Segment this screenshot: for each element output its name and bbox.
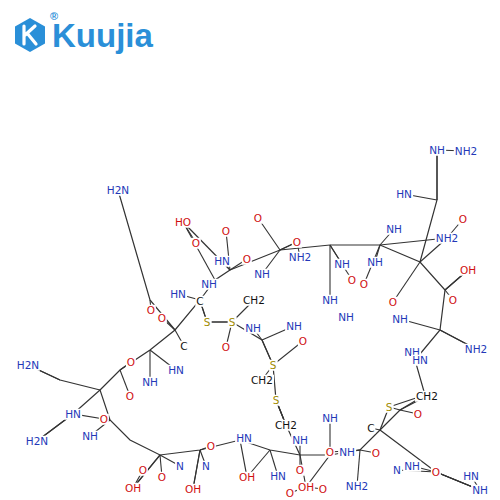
- atom-label: S: [269, 360, 278, 371]
- atom-label: O: [388, 297, 398, 308]
- atom-label: HN: [269, 471, 287, 482]
- atom-label: O: [221, 342, 231, 353]
- atom-label: O: [285, 488, 295, 499]
- atom-label: H2N: [106, 185, 130, 196]
- atom-label: HN: [213, 256, 231, 267]
- atom-label: O: [191, 238, 201, 249]
- atom-label: HN: [235, 433, 253, 444]
- atom-label: C: [195, 296, 204, 307]
- atom-label: O: [359, 279, 369, 290]
- atom-label: NH2: [288, 252, 312, 263]
- backbone-bond: [100, 245, 445, 455]
- atom-label: S: [272, 395, 281, 406]
- atom-label: NH2: [345, 481, 369, 492]
- atom-label: O: [371, 448, 381, 459]
- atom-label: CH2: [250, 375, 274, 386]
- atom-label: O: [448, 295, 458, 306]
- atom-label: NH: [141, 377, 159, 388]
- bond: [329, 245, 330, 300]
- side-chain-bond: [420, 150, 437, 262]
- atom-label: NH: [244, 323, 262, 334]
- atom-label: NH: [321, 413, 339, 424]
- atom-label: O: [157, 313, 167, 324]
- side-chain-bond: [118, 190, 175, 330]
- atom-label: S: [228, 317, 237, 328]
- atom-label: O: [325, 447, 335, 458]
- atom-label: HN: [169, 289, 187, 300]
- atom-label: NH: [338, 447, 356, 458]
- atom-label: S: [203, 317, 212, 328]
- atom-label: NH2: [435, 233, 459, 244]
- atom-label: NH: [200, 279, 218, 290]
- atom-label: O: [157, 472, 167, 483]
- atom-label: NH: [337, 312, 355, 323]
- atom-label: NH: [471, 485, 489, 496]
- atom-label: CH2: [415, 391, 439, 402]
- registered-mark: ®: [50, 10, 58, 22]
- bond: [183, 222, 215, 280]
- atom-label: C: [366, 423, 375, 434]
- atom-label: O: [146, 305, 156, 316]
- side-chain-bond: [207, 322, 300, 455]
- atom-label: OH: [297, 482, 315, 493]
- atom-label: O: [206, 441, 216, 452]
- atom-label: NH2: [454, 146, 478, 157]
- atom-label: HN: [167, 365, 185, 376]
- atom-label: N: [175, 461, 185, 472]
- atom-label: NH: [321, 295, 339, 306]
- atom-label: NH: [253, 269, 271, 280]
- atom-label: NH: [291, 435, 309, 446]
- atom-label: O: [242, 254, 252, 265]
- atom-label: H2N: [16, 360, 40, 371]
- atom-label: O: [298, 336, 308, 347]
- atom-label: OH: [184, 484, 202, 495]
- bond: [436, 150, 437, 200]
- atom-label: NH2: [464, 344, 488, 355]
- atom-label: O: [413, 409, 423, 420]
- atom-label: HN: [411, 355, 429, 366]
- atom-label: O: [138, 465, 148, 476]
- atom-label: O: [295, 465, 305, 476]
- atom-label: O: [431, 467, 441, 478]
- atom-label: S: [385, 402, 394, 413]
- atom-label: OH: [238, 472, 256, 483]
- atom-label: O: [458, 214, 468, 225]
- bonds: [28, 150, 480, 493]
- atom-label: NH: [385, 224, 403, 235]
- atom-label: O: [221, 226, 231, 237]
- logo-text: Kuujia: [52, 17, 153, 55]
- atom-label: O: [292, 237, 302, 248]
- atom-label: HN: [395, 189, 413, 200]
- atom-label: HN: [462, 471, 480, 482]
- atom-label: O: [99, 414, 109, 425]
- atom-label: HO: [174, 217, 192, 228]
- atom-label: O: [318, 484, 328, 495]
- atom-label: O: [125, 391, 135, 402]
- atom-label: NH: [391, 314, 409, 325]
- atom-label: N: [392, 465, 402, 476]
- atom-label: OH: [124, 483, 142, 494]
- atom-label: NH: [428, 145, 446, 156]
- atom-label: N: [201, 461, 211, 472]
- atom-label: OH: [459, 265, 477, 276]
- atom-label: NH: [285, 321, 303, 332]
- atom-label: O: [253, 213, 263, 224]
- atom-label: C: [179, 341, 188, 352]
- atom-label: CH2: [274, 420, 298, 431]
- atom-label: NH: [333, 259, 351, 270]
- atom-label: HN: [64, 409, 82, 420]
- atom-label: H2N: [25, 436, 49, 447]
- atom-label: NH: [403, 461, 421, 472]
- atom-label: NH: [81, 431, 99, 442]
- atom-label: CH2: [242, 295, 266, 306]
- logo-icon: [15, 18, 45, 52]
- atom-label: O: [126, 357, 136, 368]
- atom-label: O: [347, 275, 357, 286]
- atom-label: NH: [366, 257, 384, 268]
- side-chain-bond: [380, 430, 480, 490]
